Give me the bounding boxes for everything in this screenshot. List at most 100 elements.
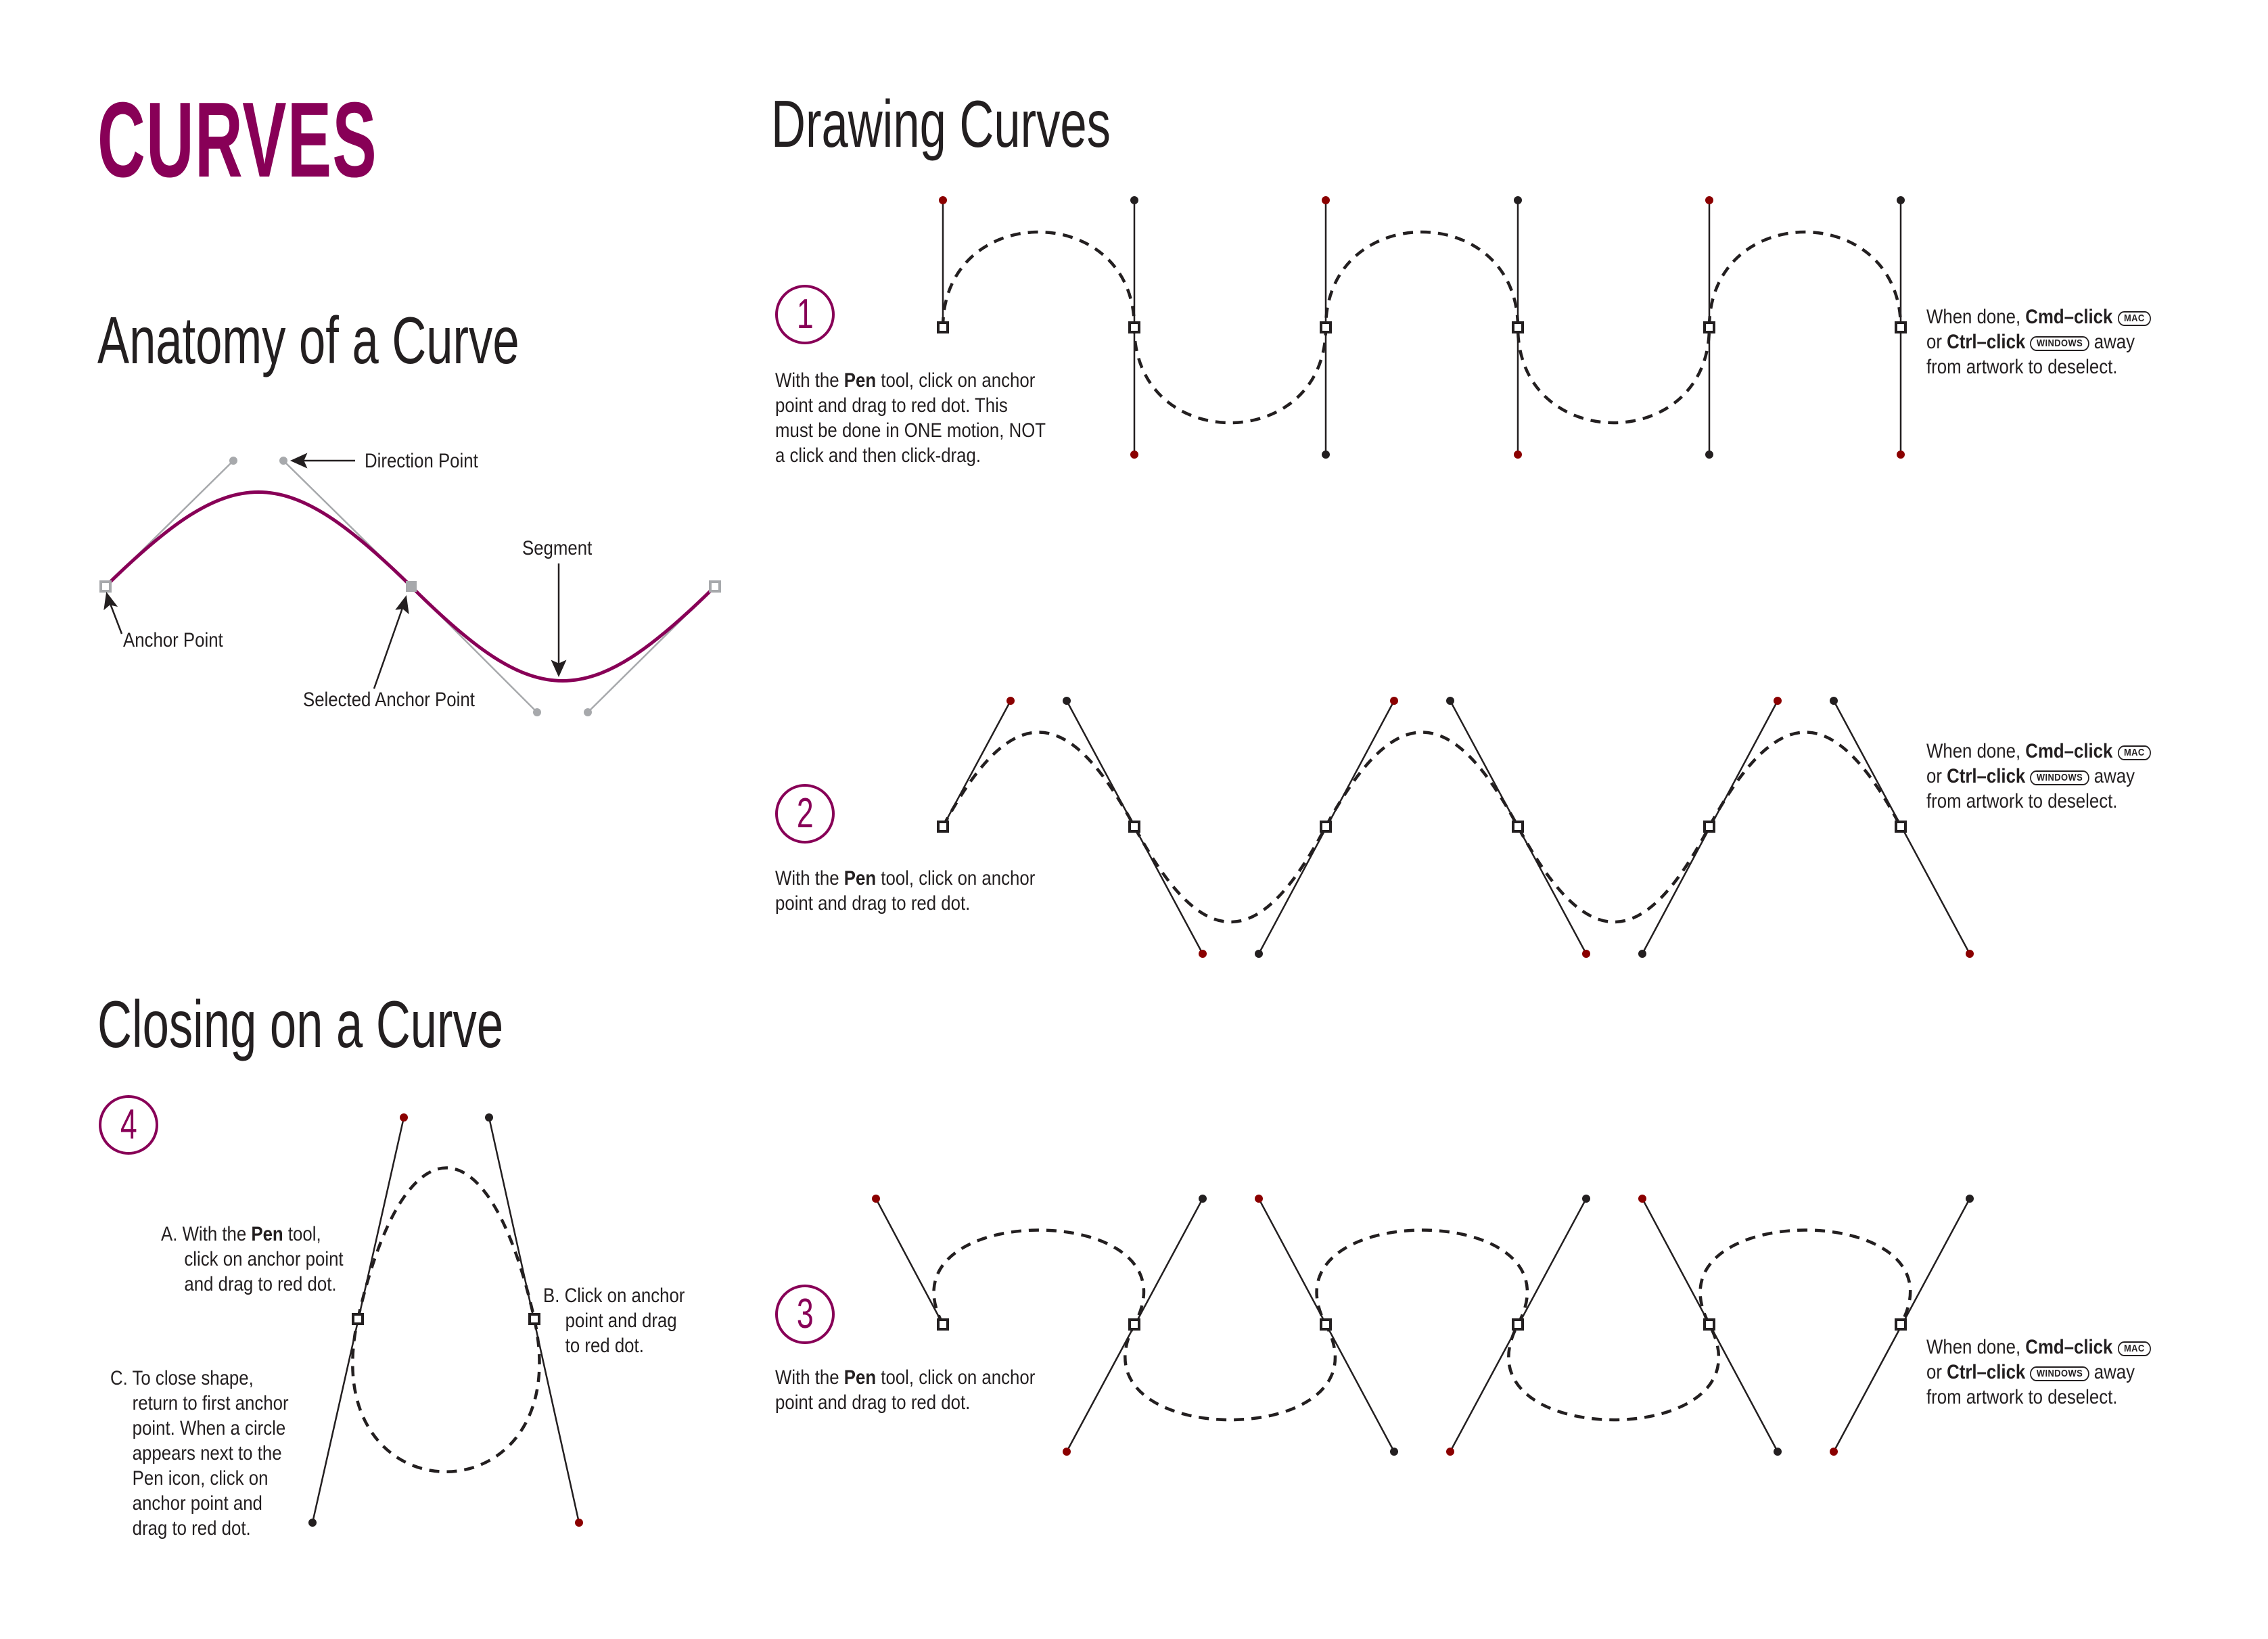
windows-badge: WINDOWS	[2030, 336, 2089, 351]
black-dot-icon	[1582, 1195, 1590, 1203]
anchor-point-icon	[1703, 1318, 1715, 1331]
dashed-curve-path	[932, 1228, 1912, 1422]
instruction-line: point and drag to red dot.	[775, 892, 971, 915]
closing-step-c: C. To close shape, return to first ancho…	[110, 1367, 289, 1540]
black-dot-icon	[1638, 950, 1646, 958]
red-dot-icon	[1514, 451, 1522, 459]
direction-dots	[1006, 697, 1974, 958]
anchor-point-icon	[1128, 1318, 1140, 1331]
anchor-point-icon	[352, 1313, 364, 1325]
handles	[942, 700, 1971, 954]
step-1-instructions: With the Pen tool, click on anchor point…	[775, 368, 1046, 468]
red-dot-icon	[1006, 697, 1015, 705]
arrow-down-icon	[551, 660, 567, 678]
red-dot-icon	[1199, 950, 1207, 958]
step-2-badge: 2	[775, 784, 835, 844]
instruction-line: With the Pen tool, click on anchor	[775, 1366, 1036, 1389]
step-1-deselect-note: When done, Cmd–click MAC or Ctrl–click W…	[1926, 304, 2152, 379]
black-dot-icon	[1322, 451, 1330, 459]
drawing-row-3	[872, 1195, 1974, 1456]
closing-heading: Closing on a Curve	[97, 987, 504, 1061]
direction-point-icon	[584, 708, 592, 716]
anchor-point-icon	[99, 580, 112, 593]
arrow-up-icon	[103, 591, 118, 611]
black-dot-icon	[1130, 196, 1138, 204]
black-dot-icon	[1966, 1195, 1974, 1203]
anchor-point-icon	[937, 1318, 949, 1331]
windows-badge: WINDOWS	[2030, 1366, 2089, 1381]
black-dot-icon	[1255, 950, 1263, 958]
step-3-instructions: With the Pen tool, click on anchor point…	[775, 1365, 1035, 1415]
handles	[942, 200, 1902, 455]
step-marker: A.	[161, 1223, 178, 1245]
anatomy-diagram	[99, 453, 721, 716]
step-marker: C.	[110, 1367, 128, 1389]
black-dot-icon	[1897, 196, 1905, 204]
red-dot-icon	[1966, 950, 1974, 958]
drawing-row-1	[937, 196, 1907, 459]
red-dot-icon	[575, 1519, 583, 1527]
step-4-badge: 4	[99, 1095, 158, 1155]
handles	[875, 1198, 1971, 1452]
anchor-squares	[937, 321, 1907, 333]
anatomy-heading: Anatomy of a Curve	[97, 303, 519, 377]
step-1-badge: 1	[775, 285, 835, 344]
instruction-line: point and drag to red dot. This	[775, 394, 1008, 417]
anchor-point-icon	[1703, 321, 1715, 333]
anchor-point-icon	[1320, 1318, 1332, 1331]
red-dot-icon	[1255, 1195, 1263, 1203]
red-dot-icon	[1390, 697, 1398, 705]
arrow-up-icon	[395, 595, 409, 615]
dashed-closed-path	[351, 1166, 541, 1473]
red-dot-icon	[1582, 950, 1590, 958]
black-dot-icon	[1830, 697, 1838, 705]
black-dot-icon	[1446, 697, 1454, 705]
step-2-deselect-note: When done, Cmd–click MAC or Ctrl–click W…	[1926, 739, 2152, 814]
black-dot-icon	[1705, 451, 1713, 459]
mac-badge: MAC	[2117, 311, 2152, 326]
step-number: 3	[796, 1291, 814, 1337]
anchor-point-icon	[1895, 1318, 1907, 1331]
closing-step-a: A. With the Pen tool, click on anchor po…	[161, 1223, 344, 1295]
direction-dots	[872, 1195, 1974, 1456]
segment-label: Segment	[522, 537, 593, 559]
closing-step-b: B. Click on anchor point and drag to red…	[543, 1285, 685, 1357]
instruction-line: With the Pen tool, click on anchor	[775, 867, 1036, 890]
drawing-curves-heading: Drawing Curves	[771, 87, 1111, 161]
direction-point-label: Direction Point	[365, 450, 478, 472]
red-dot-icon	[1705, 196, 1713, 204]
red-dot-icon	[1830, 1448, 1838, 1456]
direction-point-icon	[229, 457, 237, 465]
dashed-curve-path	[942, 731, 1902, 923]
direction-point-icon	[279, 457, 287, 465]
red-dot-icon	[1322, 196, 1330, 204]
black-dot-icon	[1063, 697, 1071, 705]
instruction-line: With the Pen tool, click on anchor	[775, 369, 1036, 392]
black-dot-icon	[308, 1519, 317, 1527]
step-number: 1	[796, 291, 814, 338]
instruction-line: must be done in ONE motion, NOT	[775, 419, 1046, 442]
label-arrows	[103, 453, 567, 689]
closing-diagram	[308, 1113, 583, 1527]
black-dot-icon	[1774, 1448, 1782, 1456]
direction-dots	[939, 196, 1905, 459]
page-title: CURVES	[97, 80, 377, 200]
anchor-point-icon	[937, 821, 949, 833]
instruction-line: point and drag to red dot.	[775, 1391, 971, 1414]
red-dot-icon	[1774, 697, 1782, 705]
red-dot-icon	[1130, 451, 1138, 459]
red-dot-icon	[1897, 451, 1905, 459]
step-3-deselect-note: When done, Cmd–click MAC or Ctrl–click W…	[1926, 1335, 2152, 1410]
step-number: 2	[796, 790, 814, 837]
step-2-instructions: With the Pen tool, click on anchor point…	[775, 866, 1035, 916]
anchor-point-icon	[1895, 321, 1907, 333]
anchor-point-icon	[1895, 821, 1907, 833]
windows-badge: WINDOWS	[2030, 770, 2089, 785]
direction-points	[229, 457, 592, 716]
anchor-point-icon	[1128, 321, 1140, 333]
anchor-point-icon	[1128, 821, 1140, 833]
anchor-squares	[937, 1318, 1907, 1331]
black-dot-icon	[485, 1113, 493, 1122]
